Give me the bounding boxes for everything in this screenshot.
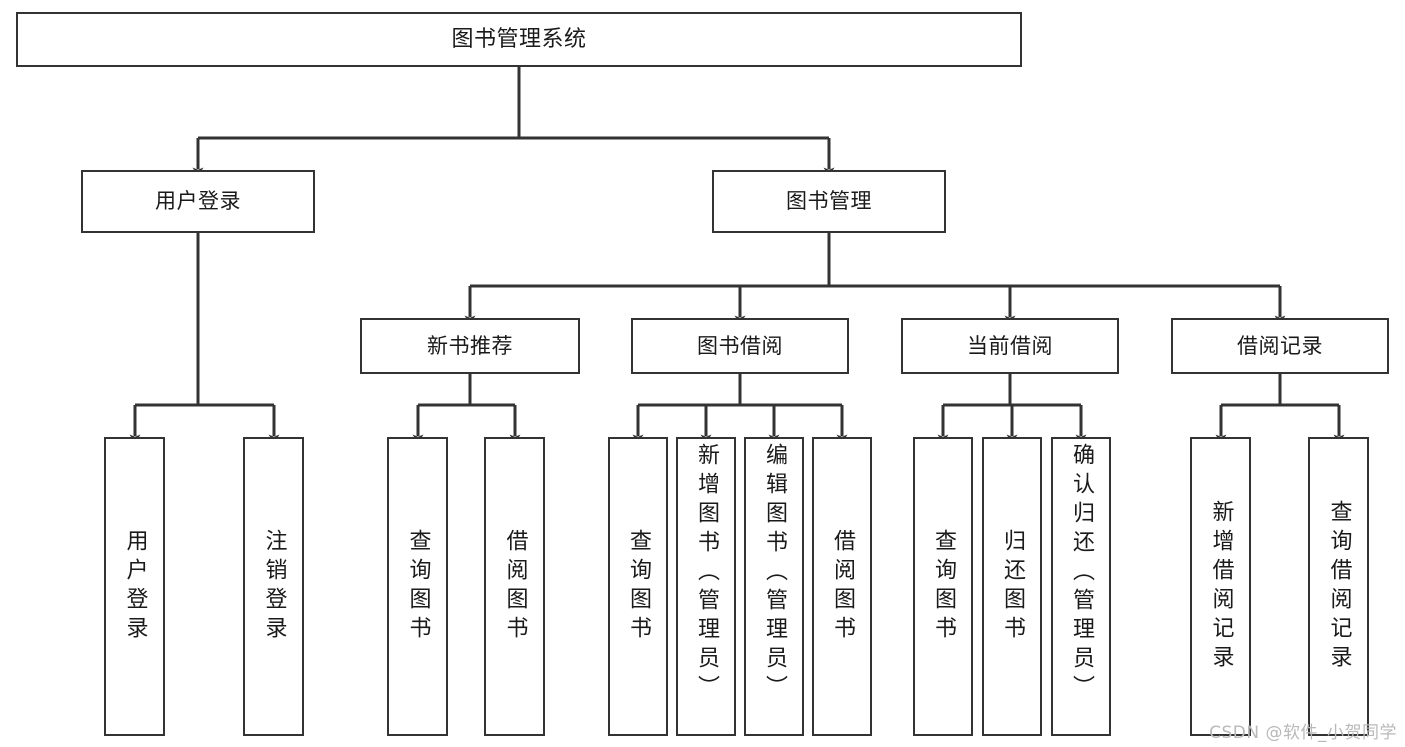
node-label: 新增借阅记录 bbox=[1208, 499, 1234, 674]
node-label: 当前借阅 bbox=[967, 333, 1053, 358]
node-label: 查询借阅记录 bbox=[1326, 499, 1352, 674]
node-label: 新增图书（管理员） bbox=[694, 443, 719, 704]
node-label: 编辑图书（管理员） bbox=[762, 443, 787, 704]
node-q2: 查询图书 bbox=[608, 437, 668, 736]
node-label: 注销登录 bbox=[261, 528, 287, 645]
node-userlogout: 注销登录 bbox=[243, 437, 304, 736]
node-q1: 查询图书 bbox=[387, 437, 448, 736]
node-label: 图书管理 bbox=[786, 189, 872, 214]
node-editbook: 编辑图书（管理员） bbox=[744, 437, 804, 736]
node-login: 用户登录 bbox=[81, 170, 315, 233]
node-borrow: 图书借阅 bbox=[631, 318, 849, 374]
node-label: 查询图书 bbox=[626, 528, 651, 645]
node-records: 借阅记录 bbox=[1171, 318, 1389, 374]
node-label: 借阅记录 bbox=[1237, 333, 1323, 358]
node-userlogin: 用户登录 bbox=[104, 437, 165, 736]
node-label: 图书管理系统 bbox=[451, 26, 587, 52]
node-label: 归还图书 bbox=[1000, 528, 1025, 645]
node-addbook: 新增图书（管理员） bbox=[676, 437, 736, 736]
node-label: 借阅图书 bbox=[830, 528, 855, 645]
node-queryrec: 查询借阅记录 bbox=[1308, 437, 1369, 736]
node-label: 查询图书 bbox=[405, 528, 431, 645]
node-current: 当前借阅 bbox=[901, 318, 1119, 374]
node-root: 图书管理系统 bbox=[16, 12, 1022, 67]
node-confirm: 确认归还（管理员） bbox=[1051, 437, 1111, 736]
node-q3: 查询图书 bbox=[913, 437, 973, 736]
node-label: 新书推荐 bbox=[427, 333, 513, 358]
node-label: 图书借阅 bbox=[697, 333, 783, 358]
node-label: 用户登录 bbox=[122, 528, 148, 645]
node-label: 确认归还（管理员） bbox=[1069, 443, 1094, 704]
node-b2: 借阅图书 bbox=[812, 437, 872, 736]
node-returnbook: 归还图书 bbox=[982, 437, 1042, 736]
node-bookmgr: 图书管理 bbox=[712, 170, 946, 233]
node-addrec: 新增借阅记录 bbox=[1190, 437, 1251, 736]
node-b1: 借阅图书 bbox=[484, 437, 545, 736]
node-newrec: 新书推荐 bbox=[360, 318, 580, 374]
node-label: 借阅图书 bbox=[502, 528, 528, 645]
node-label: 查询图书 bbox=[931, 528, 956, 645]
node-label: 用户登录 bbox=[155, 189, 241, 214]
